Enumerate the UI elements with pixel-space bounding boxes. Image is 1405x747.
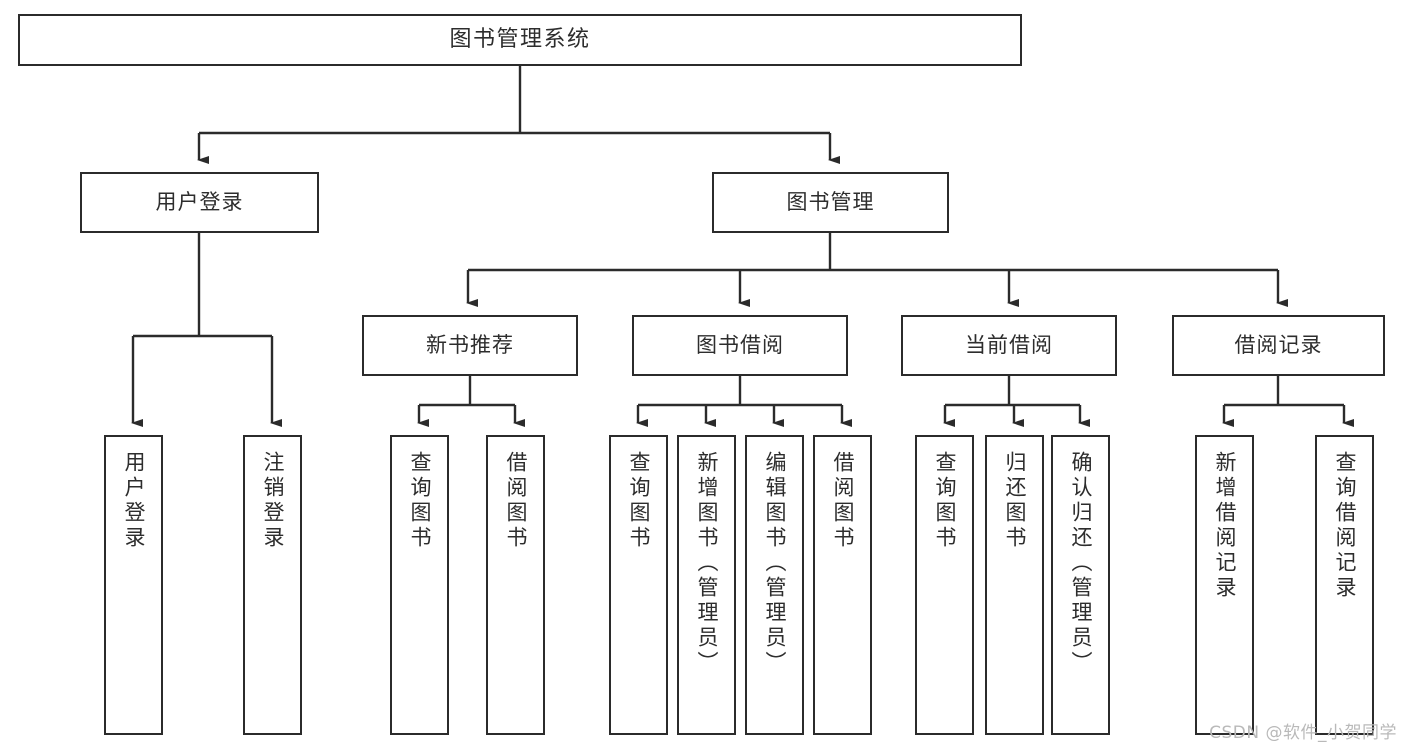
node-label: 借阅图书: [831, 451, 855, 551]
node-label: 图书管理: [786, 190, 875, 215]
node-current-borrow[interactable]: 当前借阅: [901, 315, 1117, 376]
node-label: 查询借阅记录: [1333, 451, 1357, 601]
leaf-borrow-add-book-admin[interactable]: 新增图书（管理员）: [677, 435, 736, 735]
node-label: 编辑图书（管理员）: [763, 451, 787, 676]
node-label: 查询图书: [933, 451, 957, 551]
watermark-text: CSDN @软件_小贺同学: [1209, 723, 1397, 743]
leaf-recommend-query-book[interactable]: 查询图书: [390, 435, 449, 735]
node-label: 借阅记录: [1234, 333, 1323, 358]
node-label: 注销登录: [261, 451, 285, 551]
node-label: 查询图书: [627, 451, 651, 551]
node-label: 图书借阅: [696, 333, 784, 358]
leaf-current-query-book[interactable]: 查询图书: [915, 435, 974, 735]
node-label: 新增图书（管理员）: [695, 451, 719, 676]
node-label: 确认归还（管理员）: [1069, 451, 1093, 676]
node-new-book-recommend[interactable]: 新书推荐: [362, 315, 578, 376]
leaf-records-add-record[interactable]: 新增借阅记录: [1195, 435, 1254, 735]
leaf-borrow-borrow-book[interactable]: 借阅图书: [813, 435, 872, 735]
leaf-records-query-record[interactable]: 查询借阅记录: [1315, 435, 1374, 735]
node-label: 归还图书: [1003, 451, 1027, 551]
leaf-user-login-logout[interactable]: 注销登录: [243, 435, 302, 735]
node-label: 当前借阅: [965, 333, 1053, 358]
leaf-current-confirm-return-admin[interactable]: 确认归还（管理员）: [1051, 435, 1110, 735]
node-label: 新书推荐: [426, 333, 514, 358]
leaf-recommend-borrow-book[interactable]: 借阅图书: [486, 435, 545, 735]
leaf-borrow-edit-book-admin[interactable]: 编辑图书（管理员）: [745, 435, 804, 735]
node-root-system[interactable]: 图书管理系统: [18, 14, 1022, 66]
node-label: 借阅图书: [504, 451, 528, 551]
node-borrow-records[interactable]: 借阅记录: [1172, 315, 1385, 376]
node-label: 查询图书: [408, 451, 432, 551]
node-book-management[interactable]: 图书管理: [712, 172, 949, 233]
node-label: 新增借阅记录: [1213, 451, 1237, 601]
node-user-login[interactable]: 用户登录: [80, 172, 319, 233]
leaf-user-login-do-login[interactable]: 用户登录: [104, 435, 163, 735]
leaf-borrow-query-book[interactable]: 查询图书: [609, 435, 668, 735]
node-book-borrow[interactable]: 图书借阅: [632, 315, 848, 376]
node-label: 用户登录: [122, 451, 146, 551]
leaf-current-return-book[interactable]: 归还图书: [985, 435, 1044, 735]
node-label: 图书管理系统: [449, 27, 591, 53]
node-label: 用户登录: [155, 190, 244, 215]
